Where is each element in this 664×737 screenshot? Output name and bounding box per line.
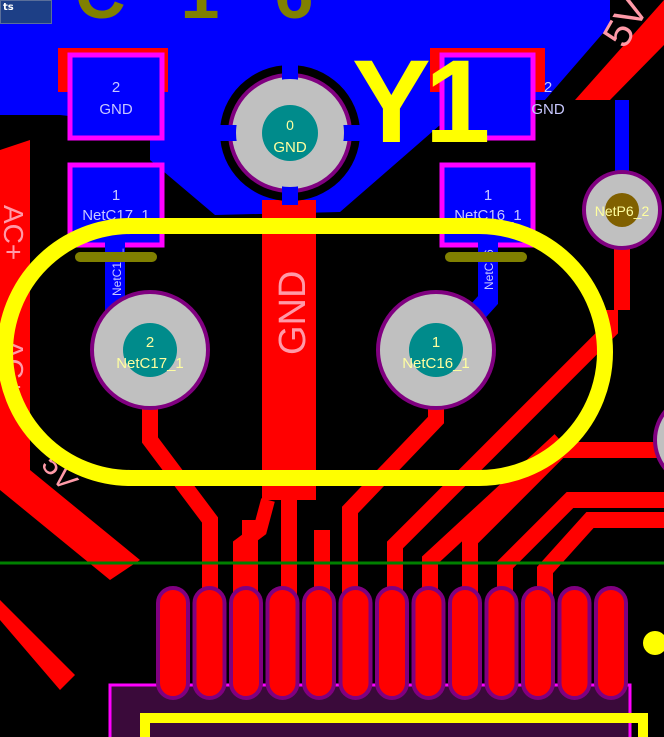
silk-mark xyxy=(445,252,527,262)
pad-net: GND xyxy=(531,101,565,118)
th-pad[interactable]: 1 NetC16_1 xyxy=(376,290,496,410)
trace-5v-top-right xyxy=(575,0,664,100)
via-number: 0 xyxy=(286,117,294,133)
silk-mark xyxy=(75,252,157,262)
th-pad[interactable]: 2 NetC17_1 xyxy=(90,290,210,410)
connector-pin[interactable] xyxy=(521,586,555,700)
trace-gnd-fanout xyxy=(233,498,275,600)
via-netp6[interactable]: NetP6_2 xyxy=(582,170,662,250)
connector-pin[interactable] xyxy=(594,586,628,700)
trace-ac-plus xyxy=(0,140,140,580)
pad-number: 2 xyxy=(112,79,120,96)
connector-pin[interactable] xyxy=(448,586,482,700)
connector-pin[interactable] xyxy=(484,586,519,700)
smd-pad[interactable]: 2 GND xyxy=(67,52,165,141)
pad-number: 2 xyxy=(146,334,154,351)
connector-silkscreen xyxy=(140,713,648,737)
trace-gnd xyxy=(262,200,316,500)
via-partial[interactable] xyxy=(653,395,664,485)
connector-body xyxy=(108,683,632,737)
pad-number: 1 xyxy=(112,187,120,204)
label-gnd-trace: GND xyxy=(272,271,314,355)
connector-pin[interactable] xyxy=(411,586,446,700)
pad-number: 1 xyxy=(484,187,492,204)
pad-net: NetC16_1 xyxy=(402,355,470,372)
pad-net: NetC17_1 xyxy=(116,355,184,372)
pad-number: 1 xyxy=(432,334,440,351)
panel-label[interactable]: ts xyxy=(0,0,52,24)
via-gnd[interactable]: 0 GND xyxy=(220,65,360,205)
trace-left-bottom xyxy=(0,600,75,690)
connector-pin[interactable] xyxy=(229,586,263,700)
neighbor-designator: C16 xyxy=(75,0,368,33)
connector-pin[interactable] xyxy=(156,586,190,700)
label-ac-plus-1: AC+ xyxy=(0,205,29,260)
smd-pad[interactable] xyxy=(439,52,536,141)
connector-pin[interactable] xyxy=(338,586,373,700)
connector-pin[interactable] xyxy=(192,586,227,700)
crystal-silkscreen-outline xyxy=(0,218,613,486)
connector-pins xyxy=(156,586,628,700)
pad-number: 2 xyxy=(544,79,552,96)
connector-pin[interactable] xyxy=(265,586,300,700)
pin1-marker xyxy=(643,631,664,655)
connector-pin[interactable] xyxy=(375,586,409,700)
via-net: GND xyxy=(273,139,307,156)
pad-net: GND xyxy=(99,101,133,118)
designator-y1[interactable]: Y1 xyxy=(352,36,494,168)
connector-pin[interactable] xyxy=(557,586,592,700)
via-net: NetP6_2 xyxy=(595,203,650,219)
connector-pin[interactable] xyxy=(302,586,336,700)
